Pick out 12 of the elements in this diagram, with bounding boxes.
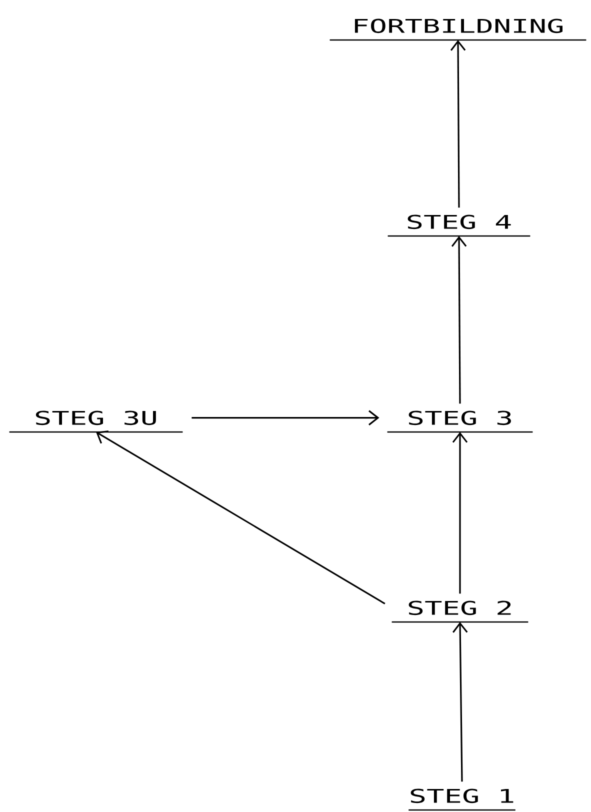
underlined-label: STEG 4: [388, 214, 530, 237]
arrow: [451, 236, 467, 404]
arrow: [96, 430, 386, 604]
arrow: [450, 40, 466, 208]
underlined-label: STEG 1: [408, 788, 516, 811]
arrow: [452, 432, 468, 594]
arrow: [452, 622, 468, 782]
underlined-label: STEG 3: [387, 410, 533, 433]
arrow: [192, 410, 380, 426]
underlined-label: FORTBILDNING: [330, 18, 586, 41]
underlined-label: STEG 2: [392, 600, 528, 623]
underlined-label: STEG 3U: [9, 410, 183, 433]
